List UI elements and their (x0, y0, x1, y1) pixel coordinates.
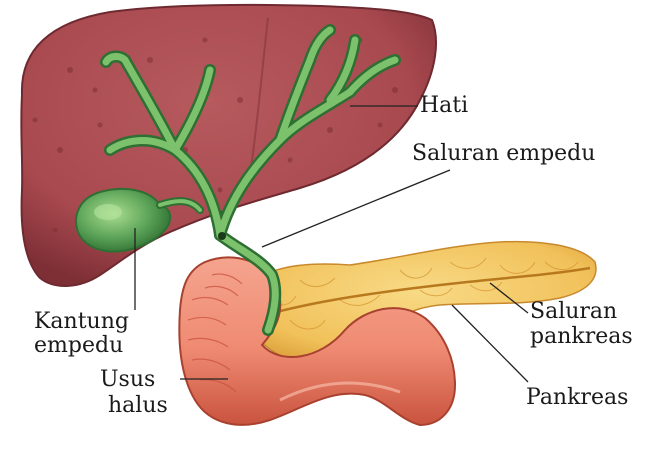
leader-pankreas (452, 305, 528, 382)
label-usus-halus-line1: Usus (100, 368, 155, 392)
label-kantung-empedu-line2: empedu (34, 334, 123, 358)
label-pankreas: Pankreas (526, 386, 628, 410)
label-saluran-pankreas-line1: Saluran (530, 300, 617, 324)
label-kantung-empedu-line1: Kantung (34, 310, 129, 334)
label-usus-halus-line2: halus (108, 394, 168, 418)
label-saluran-pankreas-line2: pankreas (530, 325, 633, 349)
label-saluran-empedu: Saluran empedu (412, 142, 595, 166)
label-hati: Hati (420, 94, 468, 118)
